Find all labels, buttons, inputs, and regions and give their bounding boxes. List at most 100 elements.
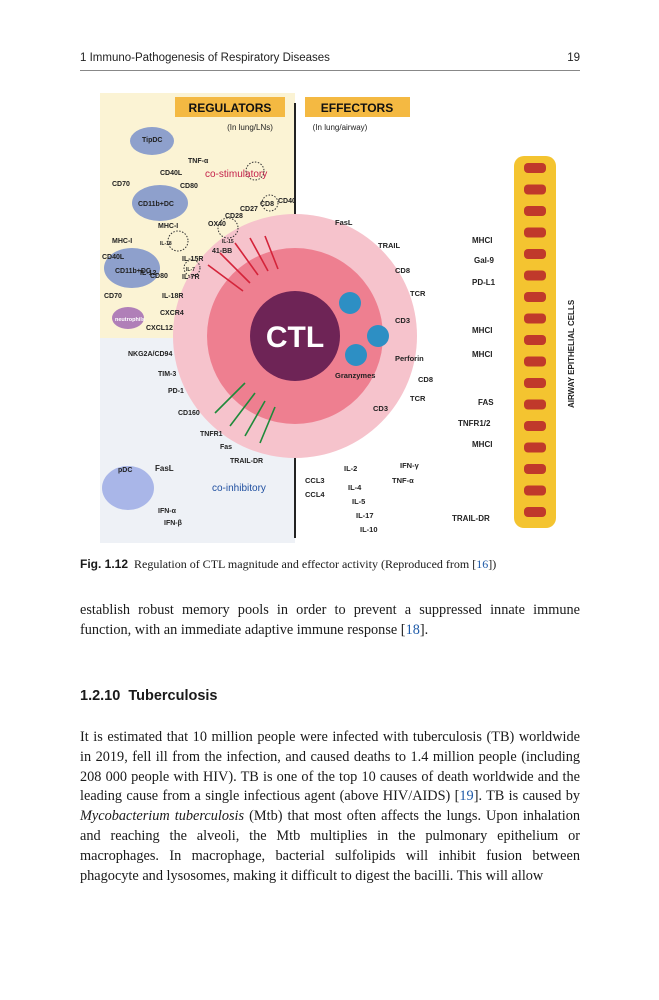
label-ox40: OX40 [208, 221, 226, 228]
label-cd40l: CD40L [160, 170, 183, 177]
paragraph-1: establish robust memory pools in order t… [80, 601, 580, 641]
label-pdc: pDC [118, 467, 132, 474]
regulators-title: REGULATORS [189, 101, 272, 115]
label-eff-cd8: CD8 [395, 266, 410, 275]
paragraph-2-text-b: ]. TB is caused by [473, 788, 580, 805]
label-cd28: CD28 [225, 213, 243, 220]
epithelial-receptor-labels: MHCI Gal-9 PD-L1 MHCI MHCI FAS TNFR1/2 M… [452, 236, 496, 523]
epithelial-cell-nucleus [524, 227, 546, 238]
label-il4: IL-4 [348, 483, 362, 492]
caption-ref-link[interactable]: 16 [476, 557, 489, 571]
label-fas: Fas [220, 444, 232, 451]
neutrophil-cell [112, 307, 144, 329]
label-pdl1: PD-L1 [472, 278, 496, 287]
epithelial-cell-nucleus [524, 442, 546, 453]
section-title: Tuberculosis [128, 688, 218, 704]
label-cd11b-dc: CD11b+DC [138, 201, 174, 208]
epithelial-cell-nucleus [524, 206, 546, 216]
epithelial-cell-stack [524, 163, 546, 517]
label-il-12: IL-12 [140, 270, 156, 277]
label-cd160: CD160 [178, 410, 200, 417]
regulators-banner [175, 97, 285, 117]
label-fasl: FasL [155, 464, 174, 473]
ref-link-18[interactable]: 18 [405, 621, 420, 638]
label-cd8: CD8 [260, 201, 274, 208]
label-eff-cd3: CD3 [395, 316, 410, 325]
label-il17: IL-17 [356, 511, 374, 520]
figure-ctl-regulation: REGULATORS (In lung/LNs) EFFECTORS (In l… [100, 93, 600, 543]
pdc-cell [102, 466, 154, 510]
label-cd27: CD27 [240, 206, 258, 213]
label-granzymes: Granzymes [335, 371, 375, 380]
running-header: 1 Immuno-Pathogenesis of Respiratory Dis… [80, 50, 580, 68]
ref-link-19[interactable]: 19 [459, 788, 474, 805]
label-tipdc: TipDC [142, 137, 162, 144]
label-trail-dr: TRAIL-DR [230, 458, 263, 465]
label-ifn-b: IFN-β [164, 520, 183, 527]
regulators-sub: (In lung/LNs) [227, 123, 273, 132]
label-il10: IL-10 [360, 525, 378, 534]
granule [345, 344, 367, 366]
label-eff-tcr-2: TCR [410, 394, 426, 403]
epithelial-cell-nucleus [524, 335, 546, 345]
caption-text: Regulation of CTL magnitude and effector… [134, 557, 477, 571]
label-il18r: IL-18R [162, 293, 183, 300]
regulator-labels: TipDC TNF-α CD40L CD80 CD70 CD11b+DC MHC… [102, 137, 296, 527]
label-il2: IL-2 [344, 464, 357, 473]
cd11b-dc-cell-2 [104, 248, 160, 288]
label-eff-trail: TRAIL [378, 241, 400, 250]
label-ccl4: CCL4 [305, 490, 325, 499]
effectors-sub: (In lung/airway) [313, 123, 368, 132]
tipdc-cell [130, 127, 174, 155]
label-eff-cd3-2: CD3 [373, 404, 388, 413]
label-epi-mhci: MHCI [472, 236, 492, 245]
label-cd40: CD40 [278, 198, 296, 205]
label-il-7: IL-7 [186, 267, 195, 273]
cytokine-clusters [167, 161, 279, 277]
label-cxcr4: CXCR4 [160, 310, 184, 317]
epithelial-cell-nucleus [524, 421, 546, 431]
label-epi-mhci-3: MHCI [472, 350, 492, 359]
paragraph-2: It is estimated that 10 million people w… [80, 728, 580, 886]
ctl-nucleus [250, 291, 340, 381]
label-epi-mhci-2: MHCI [472, 326, 492, 335]
paragraph-2-text-c: (Mtb) that most often affects the lungs.… [80, 808, 581, 884]
epithelial-cell-nucleus [524, 378, 546, 388]
coinhib-label: co-inhibitory [212, 483, 266, 494]
section-number: 1.2.10 [80, 688, 121, 704]
label-cd70: CD70 [112, 181, 130, 188]
label-tnfr1: TNFR1 [200, 431, 223, 438]
label-il-15: IL-15 [222, 239, 234, 245]
label-perforin: Perforin [395, 354, 424, 363]
label-ccl3: CCL3 [305, 476, 325, 485]
ctl-diagram: REGULATORS (In lung/LNs) EFFECTORS (In l… [100, 93, 576, 543]
costim-label: co-stimulatory [205, 169, 267, 180]
epithelial-cell-nucleus [524, 163, 546, 173]
label-mhc-i-2: MHC-I [112, 238, 132, 245]
epithelial-cell-nucleus [524, 507, 546, 517]
label-tnfr12: TNFR1/2 [458, 419, 491, 428]
species-name: Mycobacterium tuberculosis [80, 808, 245, 825]
label-tim3: TIM-3 [158, 371, 176, 378]
label-epi-mhci-4: MHCI [472, 440, 492, 449]
effector-labels: FasL TRAIL CD8 TCR CD3 Perforin Granzyme… [305, 218, 433, 534]
coinhib-arrows [214, 382, 276, 444]
label-cd80: CD80 [180, 183, 198, 190]
label-neutrophils: neutrophils [115, 317, 145, 323]
epithelial-cell-nucleus [524, 485, 546, 496]
epithelial-cell-nucleus [524, 399, 546, 410]
caption-end: ]) [488, 557, 497, 571]
epithelial-cell-nucleus [524, 356, 546, 367]
epithelial-cell-nucleus [524, 464, 546, 474]
airway-label: AIRWAY EPITHELIAL CELLS [567, 299, 576, 408]
paragraph-1-end: ]. [419, 621, 429, 638]
label-eff-fasl: FasL [335, 218, 353, 227]
page-number: 19 [567, 52, 580, 64]
label-cd40l-2: CD40L [102, 254, 125, 261]
label-il15r: IL-15R [182, 256, 203, 263]
label-gal9: Gal-9 [474, 256, 495, 265]
label-cd80-2: CD80 [150, 273, 168, 280]
header-rule [80, 70, 580, 71]
epithelial-cell-nucleus [524, 249, 546, 259]
